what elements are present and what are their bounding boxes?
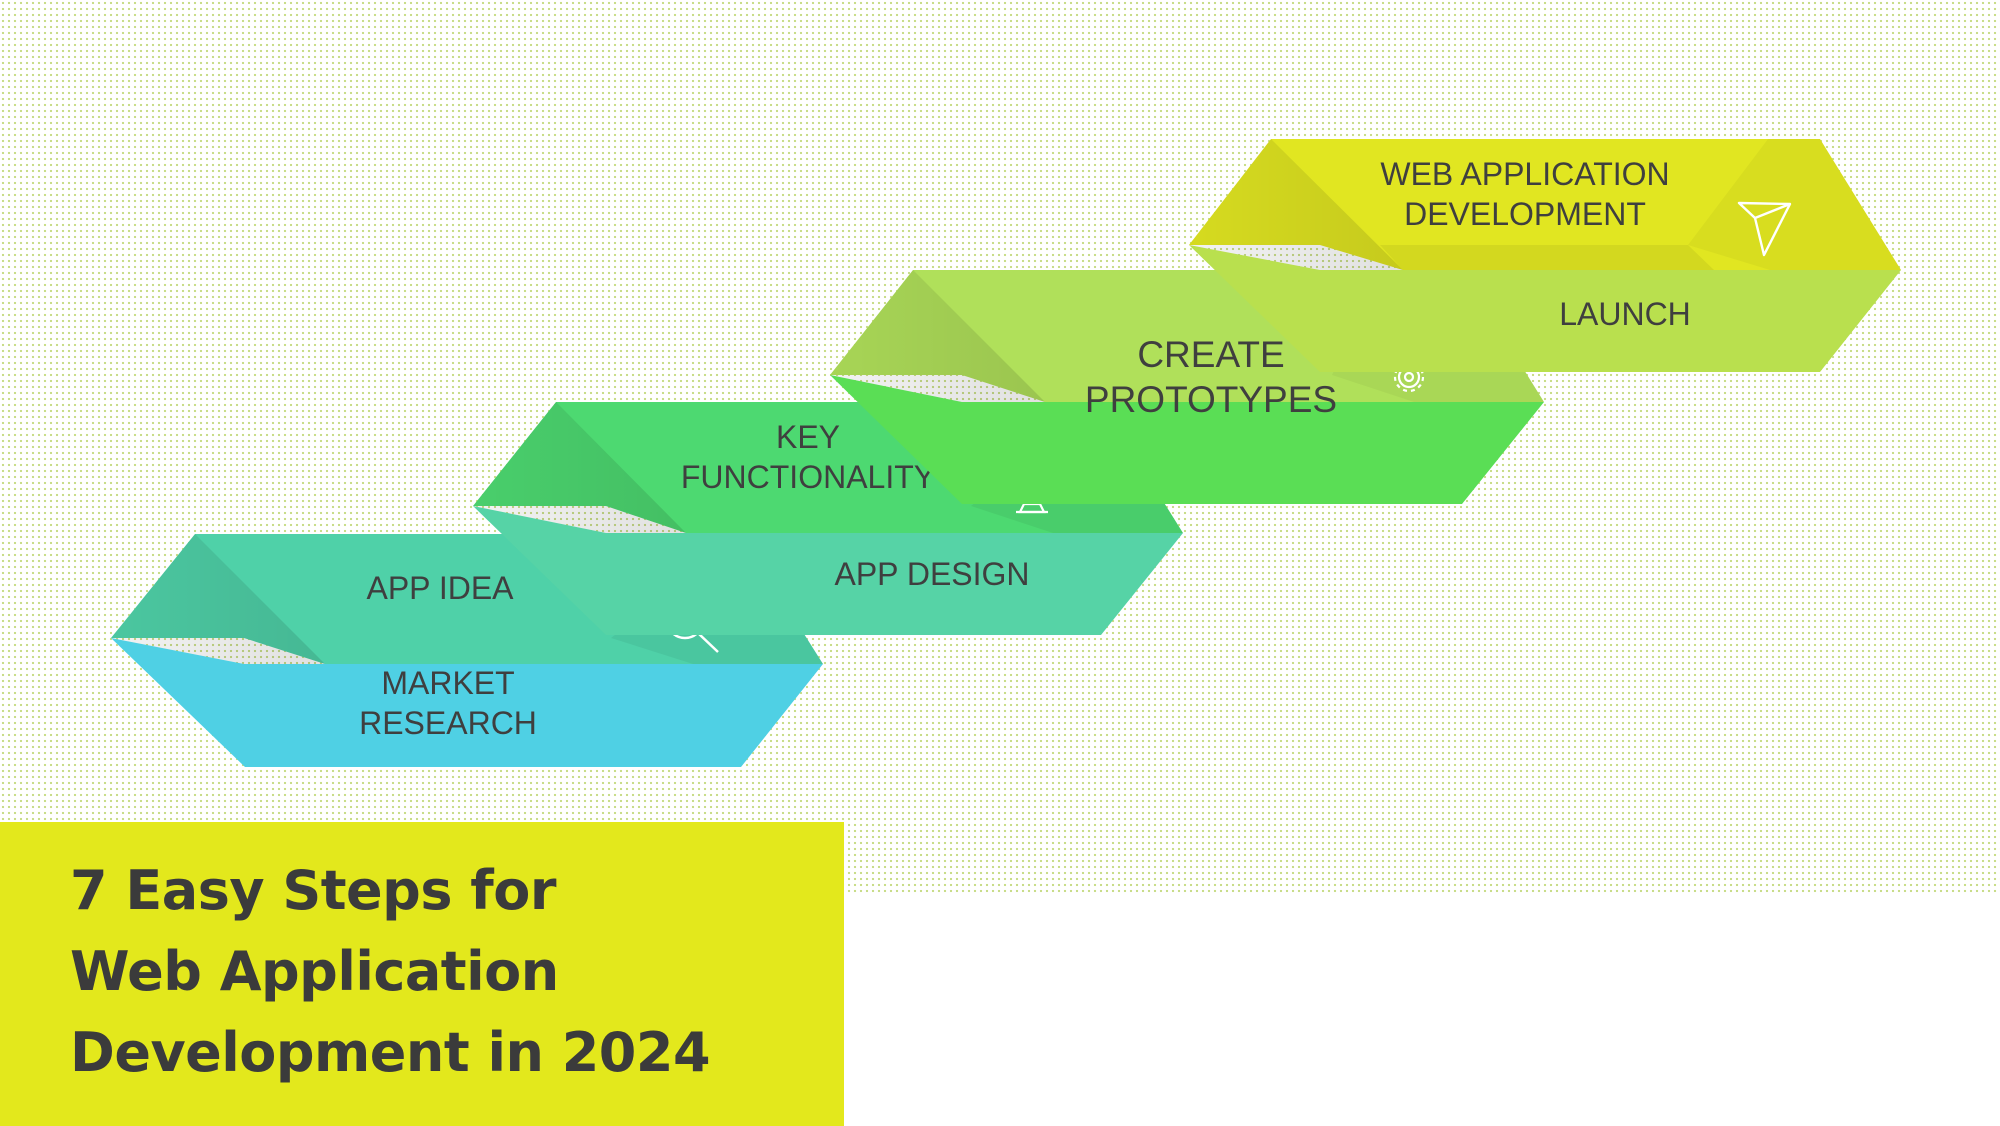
step-top-label: PROTOTYPES bbox=[1085, 379, 1337, 420]
step-bottom-label: MARKET bbox=[381, 665, 514, 701]
step-fold bbox=[830, 270, 1045, 402]
title-line: Development in 2024 bbox=[70, 1021, 711, 1084]
step-top-label: WEB APPLICATION bbox=[1380, 156, 1669, 192]
step-bottom-label: LAUNCH bbox=[1559, 296, 1691, 332]
step-bottom-band bbox=[111, 638, 823, 767]
step-top-label: KEY bbox=[776, 419, 840, 455]
step-bottom-band bbox=[830, 375, 1544, 504]
step-top-label: FUNCTIONALITY bbox=[681, 459, 935, 495]
step-web-app-development: WEB APPLICATION DEVELOPMENT LAUNCH bbox=[1189, 139, 1901, 372]
step-icon-facet bbox=[1688, 139, 1901, 270]
step-bottom-band bbox=[1189, 245, 1901, 372]
title-line: Web Application bbox=[70, 940, 559, 1003]
step-top-label: APP IDEA bbox=[366, 570, 514, 606]
paper-plane-icon bbox=[1737, 201, 1792, 257]
step-bottom-band bbox=[473, 506, 1183, 635]
step-fold bbox=[1189, 139, 1403, 270]
step-band-shadow bbox=[1380, 245, 1714, 270]
step-fold bbox=[473, 402, 686, 533]
title-banner: 7 Easy Steps for Web Application Develop… bbox=[0, 822, 844, 1126]
step-top-label: CREATE bbox=[1137, 334, 1284, 375]
page-title: 7 Easy Steps for Web Application Develop… bbox=[70, 850, 711, 1093]
step-bottom-label: RESEARCH bbox=[359, 705, 537, 741]
step-bottom-label: APP DESIGN bbox=[834, 556, 1029, 592]
step-top-label: DEVELOPMENT bbox=[1404, 196, 1646, 232]
step-fold bbox=[111, 534, 325, 664]
title-line: 7 Easy Steps for bbox=[70, 859, 557, 922]
